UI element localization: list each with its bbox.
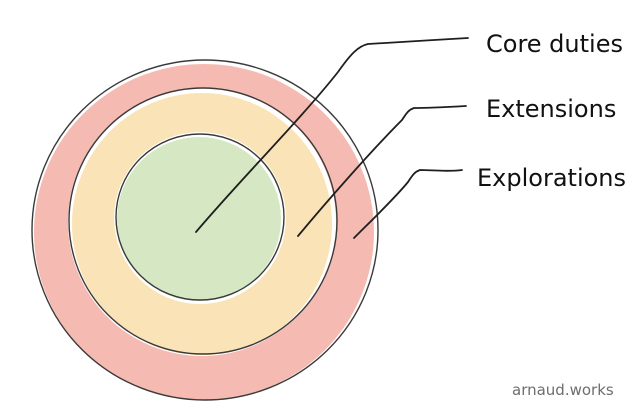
- core-duties-leader-line: [195, 37, 469, 233]
- explorations-ring-outline: [31, 59, 379, 401]
- extensions-ring-outline: [68, 87, 338, 355]
- extensions-label: Extensions: [486, 95, 616, 123]
- explorations-label: Explorations: [477, 164, 626, 192]
- explorations-leader-line: [353, 169, 463, 239]
- core-duties-label: Core duties: [486, 30, 623, 58]
- extensions-leader-line: [297, 105, 467, 237]
- core-circle: [117, 137, 281, 301]
- core-circle-outline: [115, 133, 285, 301]
- watermark-text: arnaud.works: [512, 381, 614, 399]
